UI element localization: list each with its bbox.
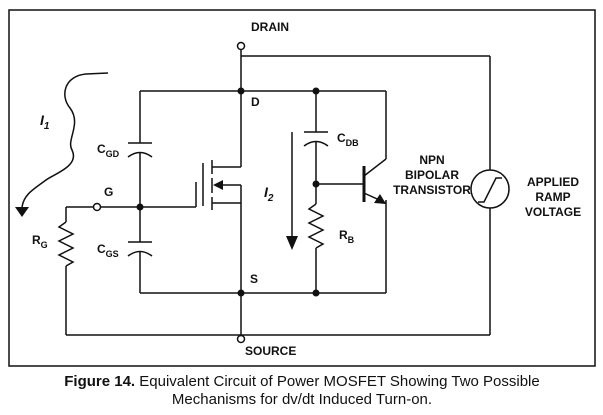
gate-terminal bbox=[92, 202, 102, 212]
rg-resistor bbox=[57, 221, 75, 267]
figure-number: Figure 14. bbox=[64, 373, 135, 390]
junction-dot bbox=[312, 87, 320, 95]
figure-frame bbox=[8, 9, 596, 367]
cgd-label: CGD bbox=[97, 142, 120, 159]
figure-caption-line2: Mechanisms for dv/dt Induced Turn-on. bbox=[172, 391, 432, 408]
emitter-arrow-icon bbox=[374, 194, 386, 204]
svg-text:VOLTAGE: VOLTAGE bbox=[525, 205, 581, 219]
rg-label: RG bbox=[32, 233, 48, 250]
drain-label: DRAIN bbox=[251, 20, 289, 34]
svg-text:TRANSISTOR: TRANSISTOR bbox=[393, 183, 471, 197]
npn-label: NPN BIPOLAR TRANSISTOR bbox=[393, 153, 471, 197]
ramp-waveform-icon bbox=[478, 177, 502, 203]
rb-label: RB bbox=[339, 228, 355, 245]
i2-arrow-icon bbox=[286, 236, 298, 250]
svg-text:APPLIED: APPLIED bbox=[527, 175, 579, 189]
junction-dot bbox=[136, 203, 144, 211]
svg-text:NPN: NPN bbox=[419, 153, 444, 167]
source-terminal bbox=[236, 334, 246, 344]
i1-label: I1 bbox=[40, 112, 50, 132]
svg-text:BIPOLAR: BIPOLAR bbox=[405, 168, 459, 182]
ramp-voltage-label: APPLIED RAMP VOLTAGE bbox=[525, 175, 581, 219]
svg-text:RAMP: RAMP bbox=[535, 190, 570, 204]
source-label: SOURCE bbox=[245, 344, 296, 358]
i1-arrow-icon bbox=[15, 207, 29, 217]
figure-caption-line1: Figure 14. Equivalent Circuit of Power M… bbox=[64, 373, 539, 390]
g-pin-label: G bbox=[104, 185, 113, 199]
cdb-label: CDB bbox=[337, 131, 359, 148]
rb-resistor bbox=[307, 203, 325, 249]
mosfet-body-arrow-icon bbox=[213, 180, 223, 190]
cgs-label: CGS bbox=[97, 242, 119, 259]
junction-dot bbox=[237, 87, 245, 95]
d-pin-label: D bbox=[251, 95, 260, 109]
ramp-voltage-source bbox=[470, 169, 510, 209]
i2-label: I2 bbox=[264, 184, 274, 204]
junction-dot bbox=[312, 180, 320, 188]
s-pin-label: S bbox=[250, 272, 258, 286]
junction-dot bbox=[237, 289, 245, 297]
npn-collector-lead bbox=[363, 158, 387, 177]
drain-terminal bbox=[236, 41, 246, 51]
junction-dot bbox=[312, 289, 320, 297]
i1-current-path bbox=[21, 72, 109, 208]
